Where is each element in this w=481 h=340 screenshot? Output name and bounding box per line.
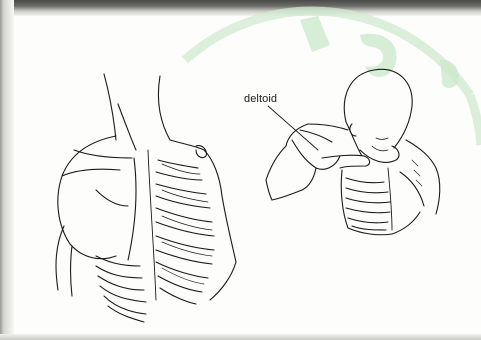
back-view-figure: [56, 74, 236, 322]
deltoid-label: deltoid: [244, 93, 277, 105]
side-view-figure: [266, 69, 440, 234]
deltoid-leader-line: [268, 106, 318, 150]
